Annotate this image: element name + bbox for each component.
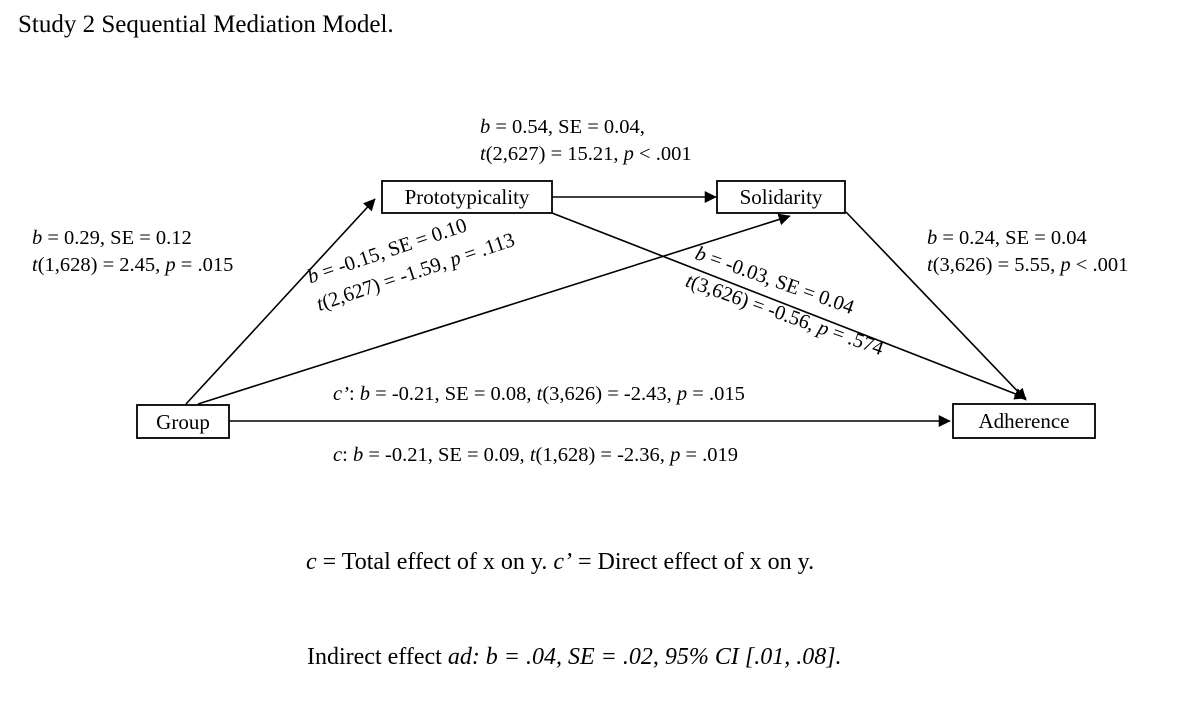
- direct-effect-text2: (3,626) = -2.43,: [542, 383, 677, 405]
- stat-b-top: b: [480, 116, 491, 138]
- stat-p-right: p: [1060, 254, 1071, 277]
- caption-cprime-symbol: c’: [553, 549, 572, 575]
- direct-effect-text3: = .015: [687, 383, 745, 405]
- total-effect-t: t: [529, 444, 536, 466]
- stat-p-left: p: [165, 254, 176, 277]
- arrow-prototypicality-to-adherence: [551, 212, 1027, 400]
- stat-p-top: p: [623, 143, 634, 166]
- node-adherence-label: Adherence: [979, 409, 1070, 433]
- direct-effect-t: t: [536, 383, 543, 405]
- indirect-effect-values: ad: b = .04, SE = .02, 95% CI [.01, .08]…: [447, 644, 842, 670]
- label-prototypicality-to-solidarity: b = 0.54, SE = 0.04, t(2,627) = 15.21, p…: [480, 114, 692, 168]
- page-title: Study 2 Sequential Mediation Model.: [18, 11, 394, 38]
- stat-t-right: t: [927, 254, 933, 277]
- total-effect-text3: = .019: [680, 444, 738, 466]
- caption-cprime-text: = Direct effect of x on y.: [572, 549, 815, 575]
- node-solidarity-label: Solidarity: [740, 185, 823, 209]
- total-effect-p: p: [670, 444, 681, 466]
- stat-left-line2: (1,628) = 2.45,: [37, 254, 166, 277]
- stat-t-left: t: [32, 254, 38, 277]
- direct-effect-symbol: c’: [333, 383, 349, 405]
- caption-c-text: = Total effect of x on y.: [316, 549, 554, 575]
- label-group-to-prototypicality: b = 0.29, SE = 0.12 t(1,628) = 2.45, p =…: [32, 225, 233, 279]
- stat-right-line1: = 0.24, SE = 0.04: [937, 227, 1087, 249]
- caption-legend: c = Total effect of x on y. c’ = Direct …: [306, 549, 814, 576]
- stat-top-line2-post: < .001: [633, 143, 692, 166]
- label-solidarity-to-adherence: b = 0.24, SE = 0.04 t(3,626) = 5.55, p <…: [927, 225, 1128, 279]
- stat-top-line2: (2,627) = 15.21,: [485, 143, 624, 166]
- total-effect-text: : b = -0.21, SE = 0.09,: [342, 444, 530, 466]
- indirect-effect-prefix: Indirect effect: [307, 644, 448, 670]
- total-effect-symbol: c: [333, 444, 343, 466]
- node-group[interactable]: Group: [136, 404, 230, 439]
- label-direct-effect: c’: b = -0.21, SE = 0.08, t(3,626) = -2.…: [333, 381, 745, 408]
- arrow-solidarity-to-adherence: [845, 211, 1027, 401]
- caption-indirect-effect: Indirect effect ad: b = .04, SE = .02, 9…: [307, 644, 842, 671]
- stat-right-line2-post: < .001: [1070, 254, 1129, 277]
- node-group-label: Group: [156, 410, 210, 434]
- stat-top-line1: = 0.54, SE = 0.04,: [490, 116, 645, 138]
- stat-left-line2-post: = .015: [175, 254, 234, 277]
- node-solidarity[interactable]: Solidarity: [716, 180, 846, 214]
- total-effect-text2: (1,628) = -2.36,: [535, 444, 671, 466]
- direct-effect-text: : b = -0.21, SE = 0.08,: [348, 383, 537, 405]
- arrow-group-to-solidarity: [197, 213, 791, 405]
- node-adherence[interactable]: Adherence: [952, 403, 1096, 439]
- stat-right-line2: (3,626) = 5.55,: [932, 254, 1061, 277]
- node-prototypicality[interactable]: Prototypicality: [381, 180, 553, 214]
- direct-effect-p: p: [676, 383, 688, 405]
- label-total-effect: c: b = -0.21, SE = 0.09, t(1,628) = -2.3…: [333, 442, 738, 469]
- stat-left-line1: = 0.29, SE = 0.12: [42, 227, 192, 249]
- arrow-group-to-prototypicality: [185, 198, 376, 405]
- stat-b-left: b: [32, 227, 43, 249]
- stat-b-right: b: [927, 227, 938, 249]
- node-prototypicality-label: Prototypicality: [405, 185, 530, 209]
- caption-c-symbol: c: [306, 549, 317, 575]
- stat-t-top: t: [480, 143, 486, 166]
